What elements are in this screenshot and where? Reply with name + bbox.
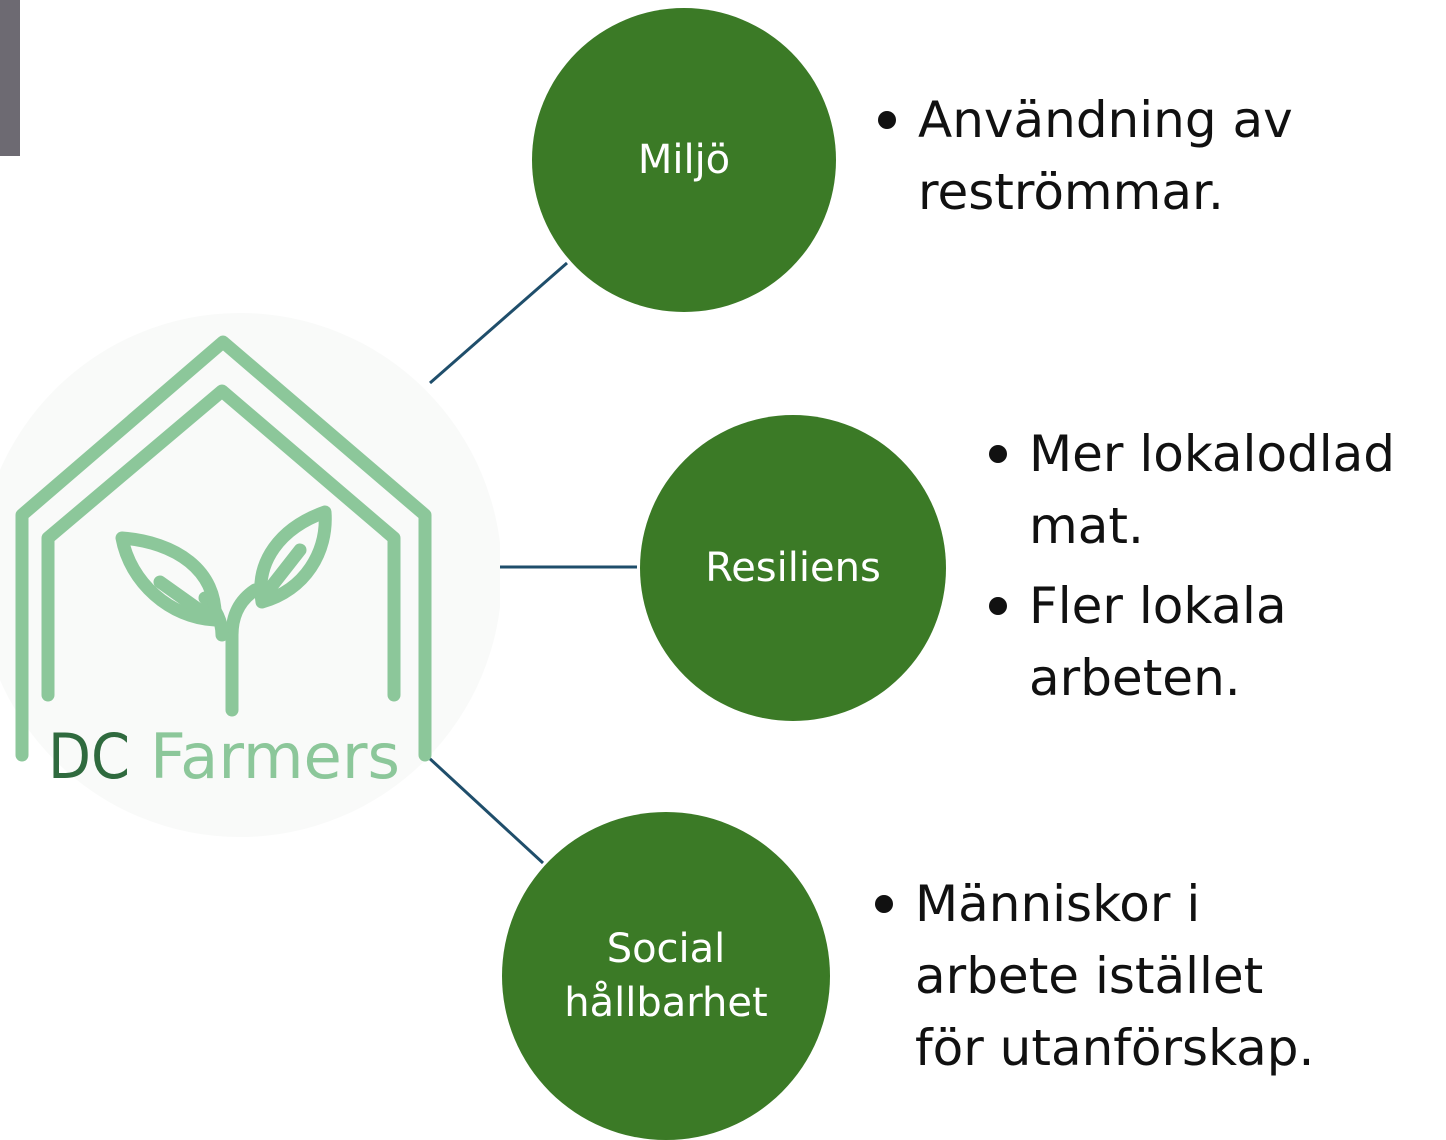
node-social-hallbarhet: Social hållbarhet (502, 812, 830, 1140)
bullet-item: Mer lokalodlad mat. (983, 418, 1443, 562)
bullet-item: Fler lokala arbeten. (983, 570, 1443, 714)
corner-accent-bar (0, 0, 20, 156)
sprout-icon (115, 505, 332, 717)
node-label-miljo: Miljö (637, 137, 731, 183)
bullet-text: Mer lokalodlad mat. (1029, 425, 1396, 555)
bullet-list-resiliens: Mer lokalodlad mat. Fler lokala arbeten. (983, 418, 1443, 722)
node-label-resiliens: Resiliens (705, 545, 881, 591)
bullet-text: Fler lokala arbeten. (1029, 577, 1287, 707)
bullet-text: Människor i arbete istället för utanförs… (915, 875, 1315, 1077)
bullet-dot-icon (989, 597, 1007, 615)
bullet-dot-icon (875, 895, 893, 913)
connector-social (426, 755, 545, 865)
bullet-item: Människor i arbete istället för utanförs… (869, 868, 1429, 1084)
bullet-dot-icon (989, 445, 1007, 463)
node-miljo: Miljö (532, 8, 836, 312)
house-icon (15, 335, 432, 762)
bullet-dot-icon (878, 111, 896, 129)
dc-farmers-logo: DC Farmers (0, 300, 502, 840)
bullet-list-miljo: Användning av reströmmar. (872, 84, 1432, 228)
bullet-text: Användning av reströmmar. (918, 91, 1293, 221)
logo-text-dc: DC (48, 720, 130, 793)
node-label-social: Social hållbarhet (564, 926, 768, 1026)
logo-text-farmers: Farmers (150, 720, 400, 793)
bullet-list-social: Människor i arbete istället för utanförs… (869, 868, 1429, 1084)
bullet-item: Användning av reströmmar. (872, 84, 1432, 228)
connector-miljo (429, 261, 568, 385)
node-resiliens: Resiliens (640, 415, 946, 721)
